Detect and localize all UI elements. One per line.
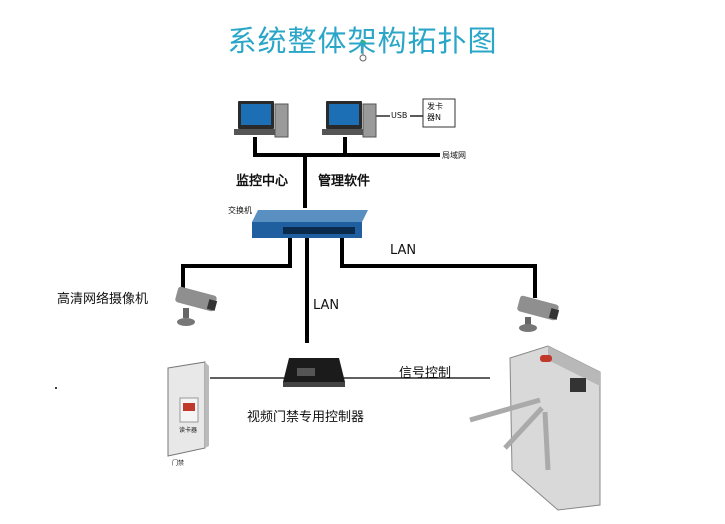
reader-label: 读卡器 — [179, 427, 198, 434]
management-software-label: 管理软件 — [318, 174, 371, 189]
diagram-title: 系统整体架构拓扑图 — [227, 24, 498, 58]
monitor-center-label: 监控中心 — [236, 174, 289, 189]
lan-network-label: 局域网 — [442, 151, 466, 160]
usb-label: USB — [391, 111, 408, 120]
access-controller-icon — [283, 358, 345, 387]
management-pc-icon — [322, 101, 377, 138]
network-lines — [181, 137, 537, 343]
turnstile-icon — [469, 345, 601, 511]
signal-control-label: 信号控制 — [399, 366, 452, 381]
door-label: 门禁 — [172, 460, 185, 467]
stray-dot — [55, 387, 57, 389]
network-switch-icon — [252, 210, 368, 238]
switch-label: 交换机 — [228, 206, 252, 215]
controller-label: 视频门禁专用控制器 — [247, 410, 365, 425]
card-issuer-label: 发卡 器N — [427, 102, 443, 122]
camera-left-icon — [175, 286, 218, 326]
door-icon — [167, 361, 209, 457]
text-cursor-icon — [359, 40, 367, 62]
camera-label: 高清网络摄像机 — [57, 292, 149, 307]
lan-right-label: LAN — [390, 243, 417, 258]
monitor-pc-icon — [234, 101, 289, 138]
camera-right-icon — [517, 295, 560, 332]
card-issuer-box — [422, 98, 456, 128]
lan-down-label: LAN — [313, 298, 340, 313]
